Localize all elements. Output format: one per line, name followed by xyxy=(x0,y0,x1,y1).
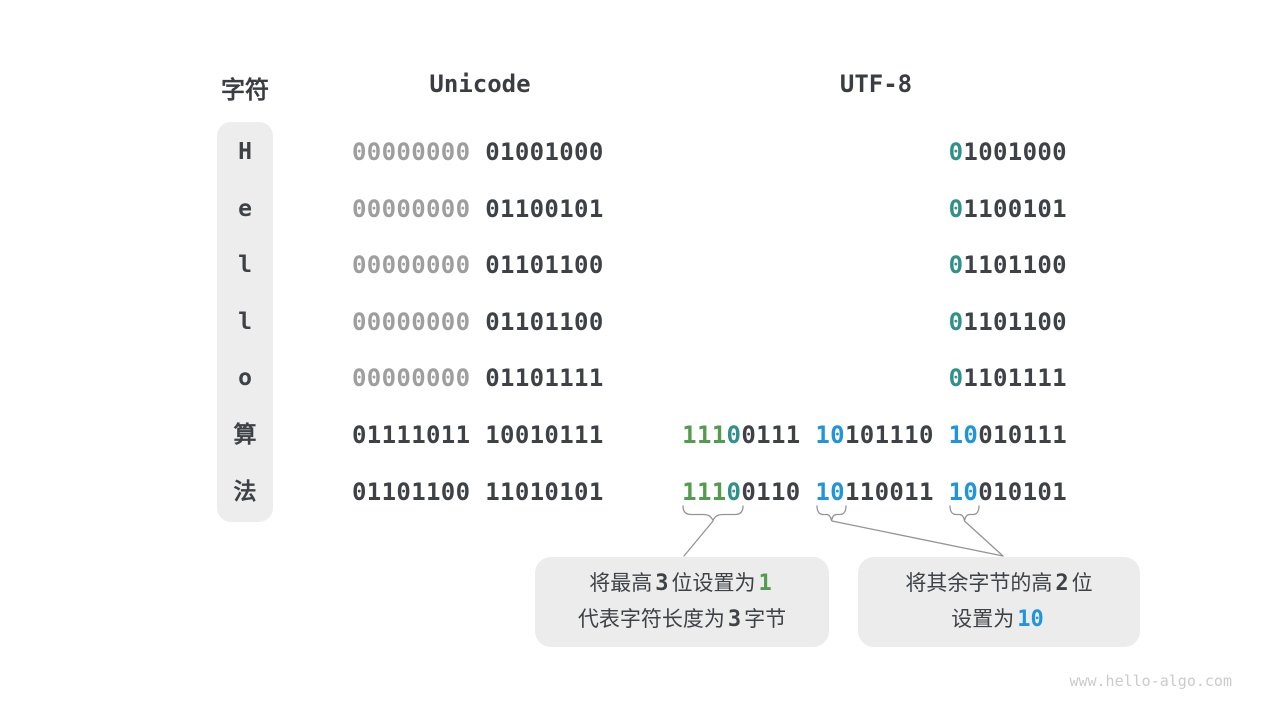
text-segment: 10 xyxy=(948,478,979,506)
connector-line-1 xyxy=(683,520,714,557)
text-segment: 11010101 xyxy=(485,478,604,506)
underbrace-byte3 xyxy=(949,505,980,522)
utf8-byte: 01101100 xyxy=(949,251,1067,279)
utf8-binary: 11100111 10101110 10010111 xyxy=(682,421,1067,449)
text-segment: 1 xyxy=(758,571,772,596)
text-segment: 0 xyxy=(948,251,964,279)
text-segment: 00000000 xyxy=(352,138,471,166)
text-segment: 10 xyxy=(948,421,979,449)
utf8-byte: 01101111 xyxy=(949,364,1067,392)
text-segment: 3 xyxy=(655,571,669,596)
utf8-binary: 01101111 xyxy=(949,364,1067,392)
text-segment: 10010111 xyxy=(485,421,604,449)
text-segment: 00000000 xyxy=(352,195,471,223)
text-segment: 1101100 xyxy=(963,251,1067,279)
text-segment: 0 xyxy=(948,364,964,392)
utf8-byte: 01001000 xyxy=(949,138,1067,166)
character-cell: 法 xyxy=(233,479,257,505)
character-cell: H xyxy=(238,139,252,165)
text-segment: 0110 xyxy=(741,478,801,506)
text-segment: 01101111 xyxy=(485,364,604,392)
unicode-binary: 01101100 11010101 xyxy=(352,478,604,506)
utf8-binary: 01101100 xyxy=(949,308,1067,336)
character-cell: 算 xyxy=(233,422,257,448)
unicode-binary: 00000000 01101100 xyxy=(352,308,604,336)
text-segment: 111 xyxy=(682,478,727,506)
utf8-binary: 11100110 10110011 10010101 xyxy=(682,478,1067,506)
utf8-byte: 10101110 xyxy=(815,421,933,449)
text-segment: 101110 xyxy=(844,421,934,449)
text-segment: 01100101 xyxy=(485,195,604,223)
text-segment: 0 xyxy=(948,138,964,166)
utf8-binary: 01100101 xyxy=(949,195,1067,223)
text-segment: 1101100 xyxy=(963,308,1067,336)
text-segment: 0 xyxy=(948,195,964,223)
text-segment: 01101100 xyxy=(485,251,604,279)
utf8-byte: 10010101 xyxy=(949,478,1067,506)
column-header-utf8: UTF-8 xyxy=(839,70,913,98)
character-cell: l xyxy=(238,252,252,278)
column-header-char: 字符 xyxy=(221,77,269,104)
text-segment: 2 xyxy=(1055,571,1069,596)
connector-line-2 xyxy=(831,520,1004,557)
utf8-byte: 11100110 xyxy=(682,478,800,506)
watermark: www.hello-algo.com xyxy=(1069,672,1232,690)
text-segment: 0 xyxy=(726,421,742,449)
character-cell: l xyxy=(238,309,252,335)
text-segment: 10 xyxy=(815,421,845,449)
utf8-byte: 01100101 xyxy=(949,195,1067,223)
utf8-byte: 10110011 xyxy=(815,478,933,506)
text-segment: 01001000 xyxy=(485,138,604,166)
unicode-binary: 01111011 10010111 xyxy=(352,421,604,449)
text-segment: 10 xyxy=(1017,607,1044,632)
unicode-binary: 00000000 01101100 xyxy=(352,251,604,279)
text-segment: 将其余字节的高 xyxy=(905,572,1053,595)
text-segment: 01101100 xyxy=(352,478,471,506)
column-header-unicode: Unicode xyxy=(429,70,531,98)
utf8-binary: 01101100 xyxy=(949,251,1067,279)
text-segment: 0 xyxy=(948,308,964,336)
text-segment: 位设置为 xyxy=(671,572,756,595)
underbrace-byte2 xyxy=(816,505,847,522)
unicode-binary: 00000000 01001000 xyxy=(352,138,604,166)
text-segment: 00000000 xyxy=(352,364,471,392)
text-segment: 111 xyxy=(682,421,727,449)
character-column-background xyxy=(217,122,273,522)
text-segment: 0111 xyxy=(741,421,801,449)
text-segment: 110011 xyxy=(844,478,934,506)
text-segment: 位 xyxy=(1071,572,1093,595)
text-segment: 1100101 xyxy=(963,195,1067,223)
text-segment: 将最高 xyxy=(589,572,653,595)
utf8-binary: 01001000 xyxy=(949,138,1067,166)
text-segment: 01101100 xyxy=(485,308,604,336)
utf8-byte: 10010111 xyxy=(949,421,1067,449)
connector-line-3 xyxy=(963,520,1004,557)
text-segment: 1101111 xyxy=(963,364,1067,392)
utf8-byte: 11100111 xyxy=(682,421,800,449)
text-segment: 1001000 xyxy=(963,138,1067,166)
text-segment: 设置为 xyxy=(951,608,1015,631)
text-segment: 010111 xyxy=(978,421,1067,449)
text-segment: 10 xyxy=(815,478,845,506)
utf8-byte: 01101100 xyxy=(949,308,1067,336)
unicode-binary: 00000000 01100101 xyxy=(352,195,604,223)
character-cell: o xyxy=(238,365,252,391)
text-segment: 010101 xyxy=(978,478,1067,506)
character-cell: e xyxy=(238,196,252,222)
underbrace-byte1 xyxy=(682,505,744,522)
text-segment: 00000000 xyxy=(352,251,471,279)
text-segment: 3 xyxy=(727,607,742,632)
text-segment: 0 xyxy=(726,478,742,506)
text-segment: 00000000 xyxy=(352,308,471,336)
text-segment: 01111011 xyxy=(352,421,471,449)
text-segment: 代表字符长度为 xyxy=(577,608,725,631)
text-segment: 字节 xyxy=(744,608,787,631)
unicode-binary: 00000000 01101111 xyxy=(352,364,604,392)
